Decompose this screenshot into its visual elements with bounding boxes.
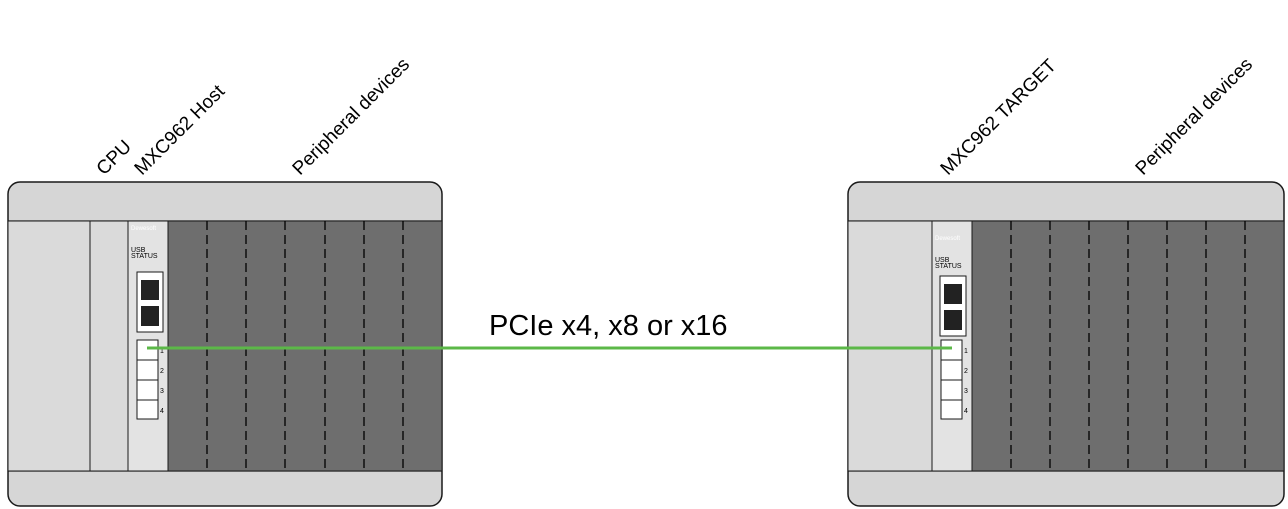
host-card-brand: Dewesoft [131,226,156,232]
target-peripheral-slots [971,220,1285,472]
host-cpu-module-2 [89,220,129,472]
target-card-usb-label: USB [935,257,950,264]
target-usb-socket-2 [944,310,962,330]
host-port-1-label: 1 [160,348,164,355]
target-port-4-label: 4 [964,408,968,415]
target-port-1-label: 1 [964,348,968,355]
host-peripheral-slots [167,220,443,472]
host-port-2-label: 2 [160,368,164,375]
host-card-usb-label: USB [131,247,146,254]
host-cpu-module [7,220,91,472]
target-usb-socket-1 [944,284,962,304]
target-card-status-label: STATUS [935,263,962,270]
host-usb-socket-1 [141,280,159,300]
host-usb-socket-2 [141,306,159,326]
host-chassis: Dewesoft USB STATUS 1 2 3 4 CPU MXC962 H… [7,54,443,507]
target-chassis: Dewesoft USB STATUS 1 2 3 4 MXC962 TARGE… [847,54,1285,507]
target-card-brand: Dewesoft [935,236,960,242]
target-port-3-label: 3 [964,388,968,395]
host-cpu-label: CPU [93,136,136,179]
target-port-2-label: 2 [964,368,968,375]
target-peripherals-label: Peripheral devices [1132,54,1257,179]
target-empty-bay [847,220,933,472]
host-port-3-label: 3 [160,388,164,395]
host-card-status-label: STATUS [131,253,158,260]
pcie-link-label: PCIe x4, x8 or x16 [489,310,728,342]
host-card-label: MXC962 Host [131,81,230,180]
target-card-label: MXC962 TARGET [937,55,1061,179]
host-peripherals-label: Peripheral devices [289,54,414,179]
host-port-4-label: 4 [160,408,164,415]
